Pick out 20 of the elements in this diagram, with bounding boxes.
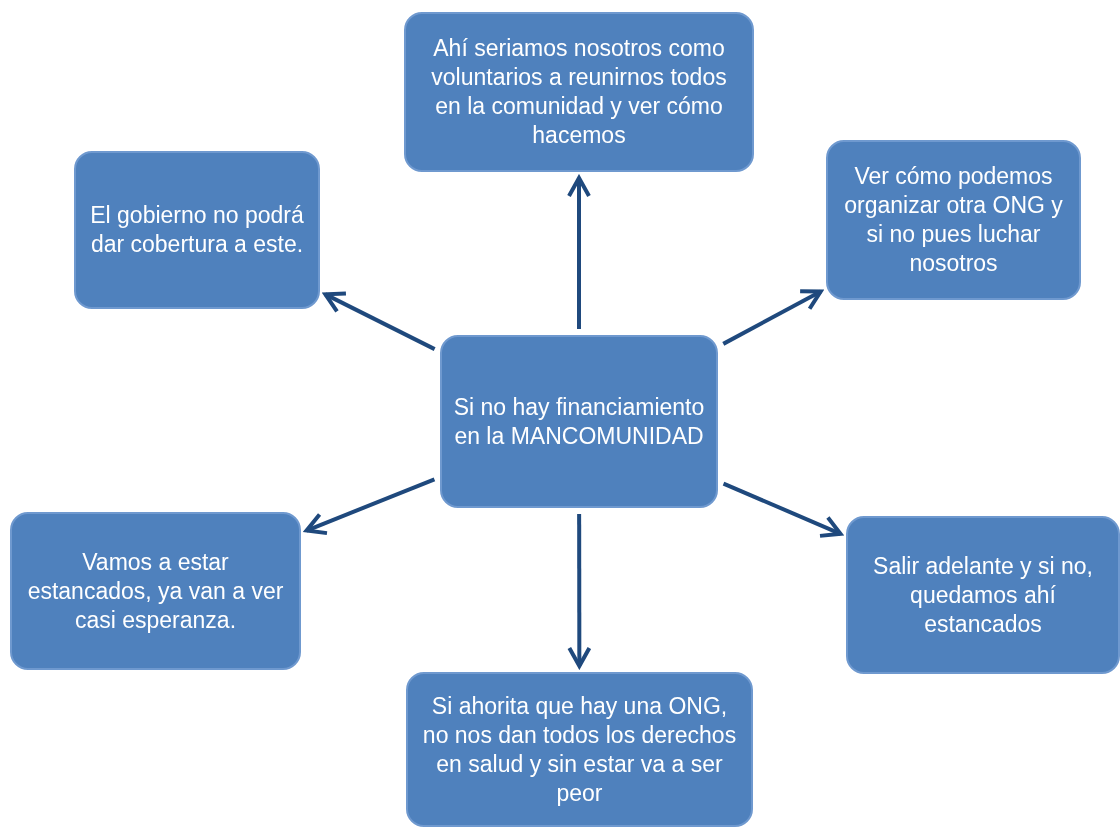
box-text: Salir adelante y si no, quedamos ahí estancados (872, 551, 1094, 639)
text-box (74, 151, 320, 309)
box-text: Vamos a estar estancados, ya van a ver casi esperanza. (26, 547, 285, 635)
arrow (567, 176, 591, 329)
text-box (10, 512, 301, 670)
text-box (406, 672, 753, 827)
box-text: Ahí seriamos nosotros como voluntarios a reunirnos todos en la comunidad y ver cómo hacemos (430, 34, 728, 150)
text-box (846, 516, 1120, 674)
box-text: Si no hay financiamiento en la MANCOMUNIDAD (452, 392, 706, 451)
arrow (722, 481, 843, 538)
arrow (323, 291, 436, 351)
text-box (404, 12, 754, 172)
text-box (826, 140, 1081, 300)
box-text: Ver cómo podemos organizar otra ONG y si no pues luchar nosotros (843, 162, 1064, 278)
box-text: Si ahorita que hay una ONG, no nos dan todos los derechos en salud y sin estar va a ser peor (421, 691, 738, 808)
arrow (722, 289, 823, 346)
text-box (440, 335, 718, 508)
arrow (567, 514, 592, 668)
arrow (304, 477, 436, 536)
box-text: El gobierno no podrá dar cobertura a este. (89, 201, 305, 259)
